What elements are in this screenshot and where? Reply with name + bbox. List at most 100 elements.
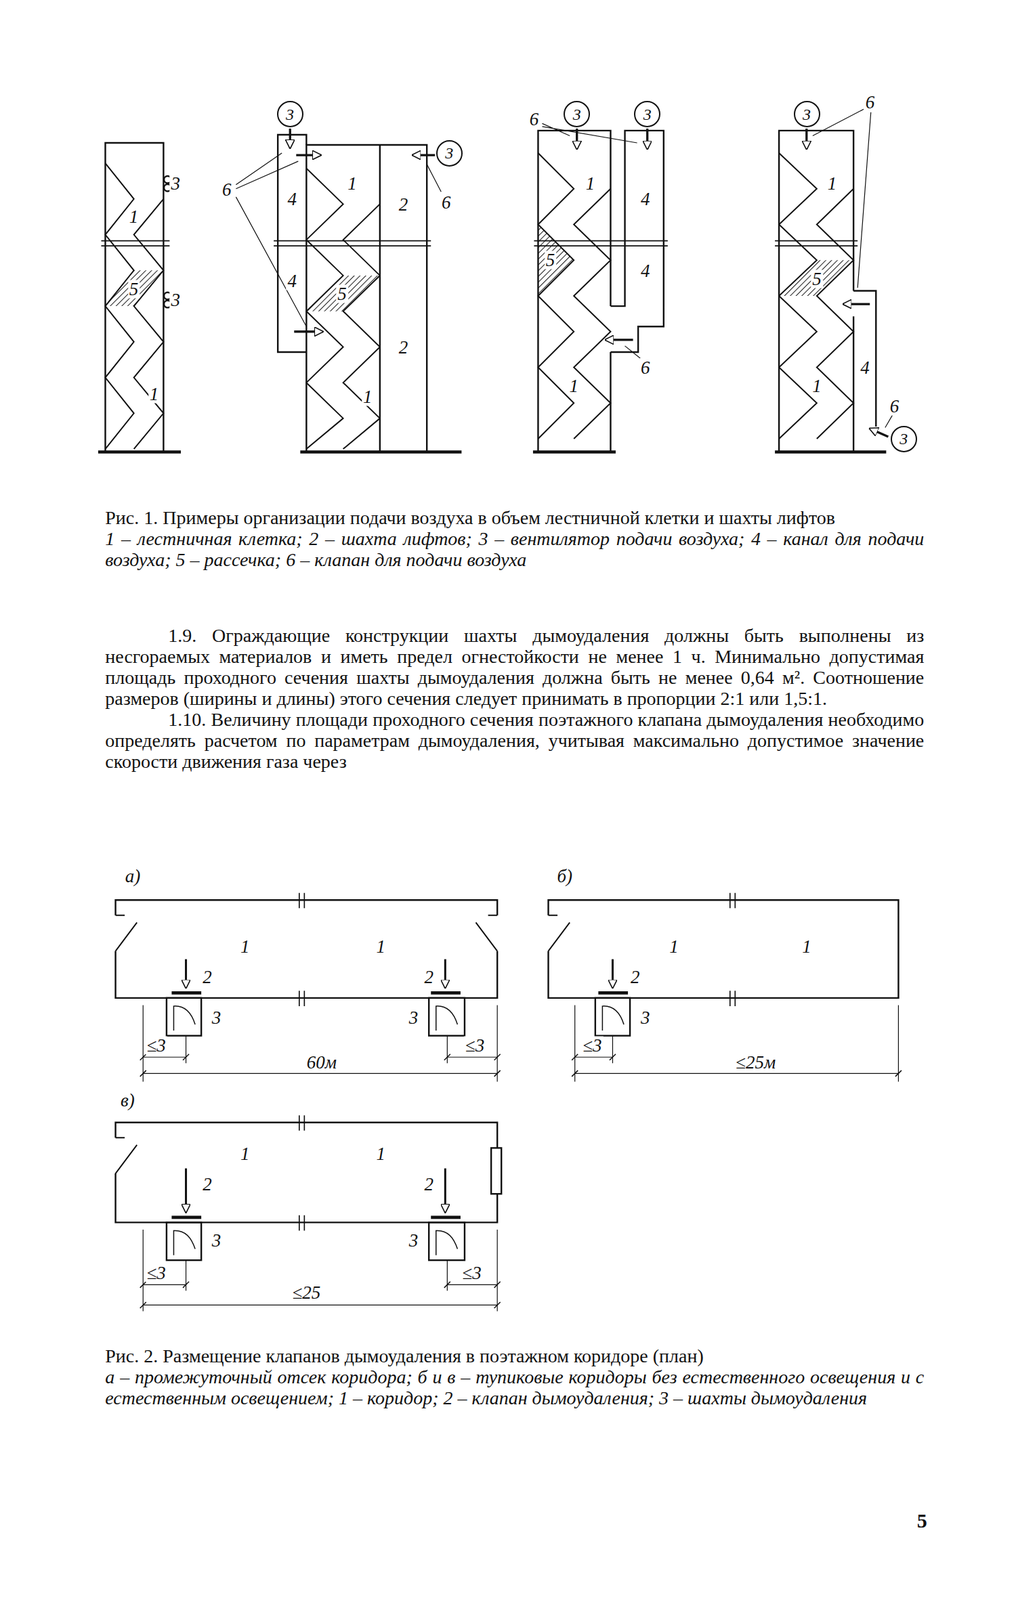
fan-number: 3 <box>643 106 652 123</box>
callout-number: 1 <box>239 937 252 956</box>
callout-number: 1 <box>584 174 597 194</box>
air-arrow <box>605 338 634 341</box>
valve-arrow <box>444 959 447 989</box>
door-symbol <box>115 1137 138 1174</box>
callout-number: 1 <box>810 376 823 395</box>
callout-number: 1 <box>567 376 580 395</box>
leader-line <box>235 153 441 327</box>
callout-number: 1 <box>826 174 839 194</box>
dimension-tick <box>140 1054 501 1077</box>
stair-flight <box>104 163 134 450</box>
caption-legend: 1 – лестничная клетка; 2 – шахта лифтов;… <box>104 528 924 571</box>
callout-number: 3 <box>170 174 183 194</box>
hatched-split <box>104 270 164 307</box>
hatched-split <box>537 224 574 296</box>
fan-number: 3 <box>899 430 908 448</box>
callout-number: 1 <box>800 937 813 956</box>
callout-number: 1 <box>148 384 161 404</box>
fan-circle: 3 <box>436 140 463 167</box>
panel-letter: б) <box>555 866 574 886</box>
air-arrow <box>412 153 435 156</box>
shaft-detail <box>173 1006 458 1031</box>
valve-bar <box>598 991 628 996</box>
callout-number: 1 <box>667 937 681 956</box>
leader-line <box>812 109 893 428</box>
dimension-label: ≤3 <box>145 1263 168 1283</box>
callout-number: 1 <box>128 207 141 226</box>
fan-circle: 3 <box>277 100 304 128</box>
dimension-label: ≤3 <box>463 1036 486 1055</box>
fan-circle: 3 <box>563 100 590 128</box>
callout-number: 2 <box>397 337 410 357</box>
break-mark <box>299 1115 305 1231</box>
valve-arrow <box>444 1169 447 1214</box>
door-symbol <box>548 915 571 952</box>
valve-bar <box>171 1215 460 1220</box>
fan-number: 3 <box>573 106 582 123</box>
callout-number: 2 <box>629 967 642 987</box>
callout-number: 4 <box>858 358 872 377</box>
text-block: Рис. 2. Размещение клапанов дымоудаления… <box>104 1345 924 1409</box>
page-number: 5 <box>915 1511 929 1532</box>
dimension-tick <box>571 1054 902 1077</box>
panel-letter: а) <box>123 866 143 886</box>
callout-number: 3 <box>407 1009 420 1028</box>
extension-line <box>575 1005 899 1082</box>
callout-number: 3 <box>170 291 183 310</box>
fan-number: 3 <box>445 144 454 162</box>
callout-number: 2 <box>422 967 435 987</box>
shaft-detail <box>173 1230 458 1256</box>
callout-number: 5 <box>128 279 141 299</box>
ground-line <box>533 450 616 454</box>
callout-number: 1 <box>361 388 374 407</box>
callout-number: 6 <box>440 193 453 212</box>
callout-number: 3 <box>639 1009 652 1028</box>
air-arrow <box>843 302 870 305</box>
dimension-label: ≤25 <box>290 1283 322 1302</box>
lift-shaft-wall <box>379 144 381 453</box>
stair-flight <box>816 188 854 439</box>
ground-line <box>300 450 462 454</box>
air-arrow <box>295 153 321 156</box>
air-arrow <box>805 128 808 150</box>
figure-caption: Рис. 1. Примеры организации подачи возду… <box>104 507 924 529</box>
smoke-shaft <box>166 1222 202 1261</box>
callout-number: 4 <box>639 261 652 280</box>
valve-bar <box>171 991 460 996</box>
callout-number: 2 <box>201 1175 214 1194</box>
hatched-split <box>306 275 380 312</box>
corridor-wall <box>548 900 899 999</box>
air-arrow <box>289 128 292 149</box>
smoke-shaft <box>166 998 202 1037</box>
callout-number: 3 <box>210 1009 223 1028</box>
window-symbol <box>491 1148 502 1195</box>
valve-arrow <box>611 959 614 989</box>
smoke-shaft <box>428 998 465 1037</box>
text-block: 1.9. Ограждающие конструкции шахты дымоу… <box>104 625 924 773</box>
air-arrow <box>646 128 649 150</box>
callout-number: 1 <box>375 1144 388 1163</box>
callout-number: 5 <box>810 269 823 288</box>
paragraph: 1.9. Ограждающие конструкции шахты дымоу… <box>104 625 924 710</box>
dimension-label: ≤25м <box>734 1053 777 1073</box>
callout-number: 4 <box>285 190 299 209</box>
callout-number: 1 <box>239 1144 252 1163</box>
break-line <box>100 241 170 247</box>
panel-letter: в) <box>119 1091 137 1111</box>
paragraph: 1.10. Величину площади проходного сечени… <box>104 709 924 773</box>
dimension-label: ≤3 <box>145 1036 168 1055</box>
stair-flight <box>306 168 343 450</box>
dimension-label: ≤3 <box>460 1263 483 1283</box>
stair-wall <box>306 144 427 453</box>
callout-number: 6 <box>888 397 901 416</box>
valve-arrow <box>184 959 187 989</box>
corridor-wall <box>115 900 498 999</box>
air-arrow <box>293 330 323 333</box>
ground-line <box>98 450 181 454</box>
fan-circle: 3 <box>633 100 661 128</box>
callout-number: 5 <box>544 251 557 270</box>
door-symbol <box>115 915 498 952</box>
dimension-tick <box>140 1282 501 1309</box>
